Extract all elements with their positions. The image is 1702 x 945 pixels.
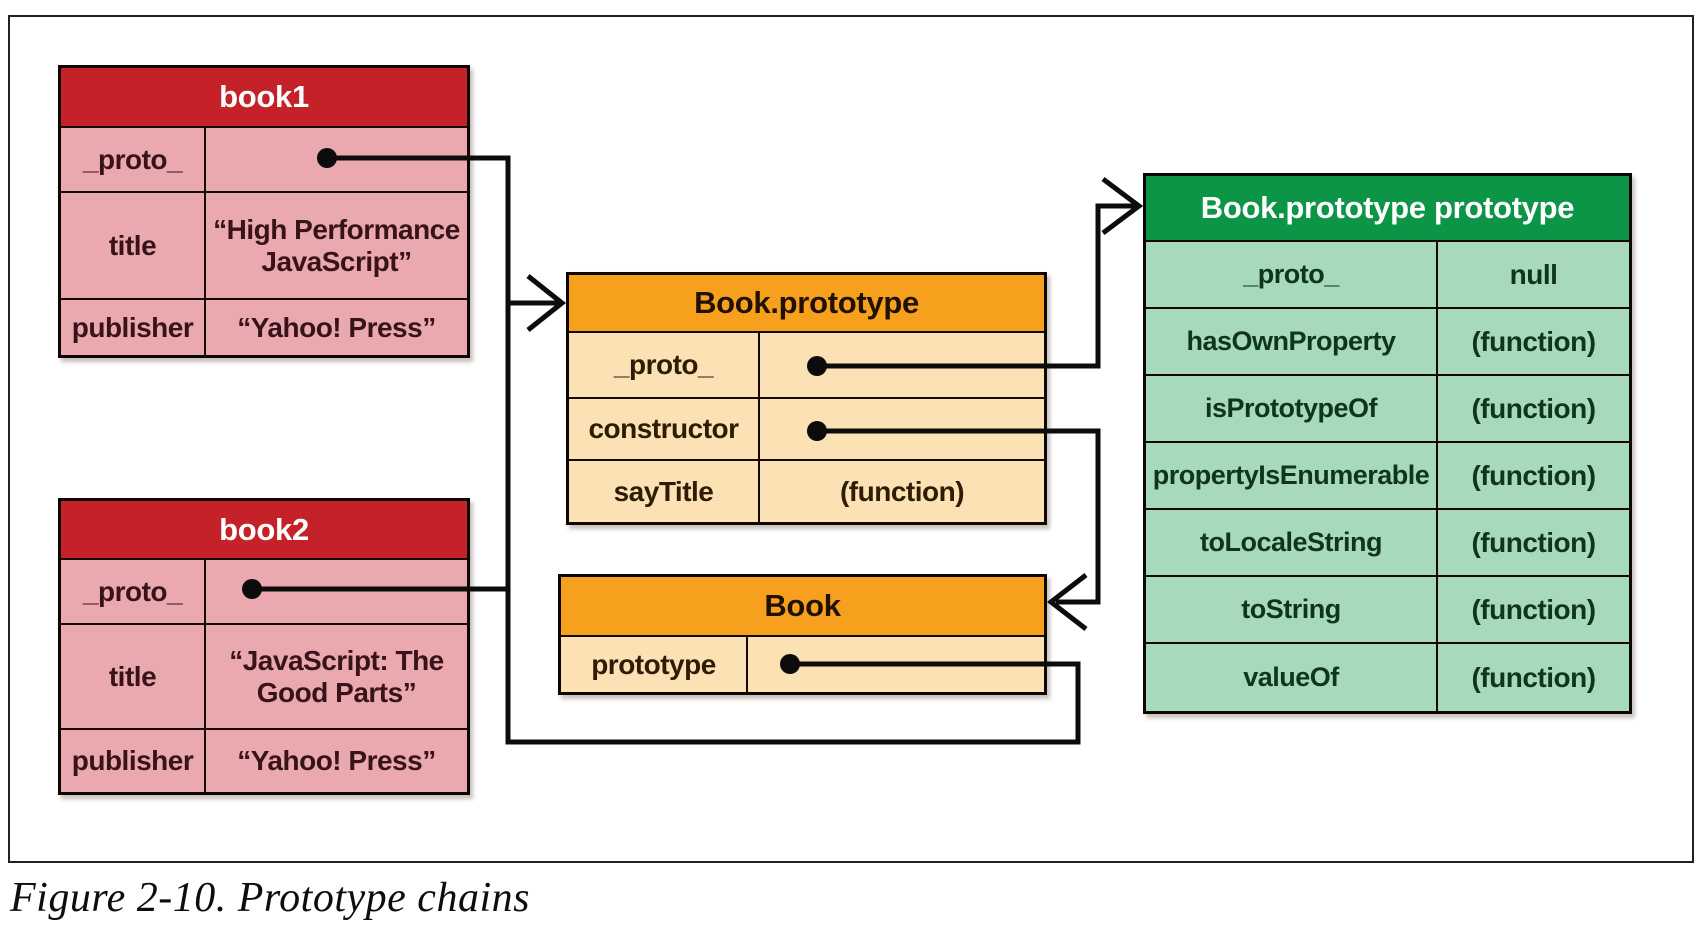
table-book-prototype: Book.prototype _proto_ constructor sayTi… — [566, 272, 1047, 525]
row-value: null — [1509, 258, 1558, 290]
table-object-prototype-header: Book.prototype prototype — [1146, 176, 1629, 240]
row-value: (function) — [1471, 593, 1596, 625]
pointer-cell — [748, 637, 1044, 692]
table-book: Book prototype — [558, 574, 1047, 695]
table-book2: book2 _proto_ title “JavaScript: The Goo… — [58, 498, 470, 795]
table-row: _proto_ — [569, 331, 1044, 397]
row-value: “High Performance JavaScript” — [213, 214, 460, 277]
table-row: sayTitle (function) — [569, 459, 1044, 522]
row-key: _proto_ — [1146, 242, 1438, 307]
table-row: publisher “Yahoo! Press” — [61, 728, 467, 792]
row-key: toString — [1146, 577, 1438, 642]
row-key: prototype — [561, 637, 748, 692]
row-value: (function) — [1471, 392, 1596, 424]
table-row: constructor — [569, 397, 1044, 459]
row-value: (function) — [1471, 325, 1596, 357]
row-key: _proto_ — [61, 560, 206, 623]
table-book2-header: book2 — [61, 501, 467, 558]
row-key: propertyIsEnumerable — [1146, 443, 1438, 508]
row-value: “Yahoo! Press” — [237, 311, 436, 343]
row-key: hasOwnProperty — [1146, 309, 1438, 374]
row-key: title — [61, 193, 206, 298]
row-key: _proto_ — [61, 128, 206, 191]
row-key: title — [61, 625, 206, 728]
table-book1: book1 _proto_ title “High Performance Ja… — [58, 65, 470, 358]
row-value: (function) — [1471, 459, 1596, 491]
table-row: propertyIsEnumerable (function) — [1146, 441, 1629, 508]
row-key: _proto_ — [569, 333, 760, 397]
pointer-cell — [206, 560, 467, 623]
table-row: valueOf (function) — [1146, 642, 1629, 711]
row-key: publisher — [61, 300, 206, 355]
table-row: toString (function) — [1146, 575, 1629, 642]
pointer-cell — [760, 333, 1044, 397]
table-row: title “High Performance JavaScript” — [61, 191, 467, 298]
row-key: toLocaleString — [1146, 510, 1438, 575]
table-row: prototype — [561, 635, 1044, 692]
table-row: hasOwnProperty (function) — [1146, 307, 1629, 374]
table-row: _proto_ — [61, 558, 467, 623]
row-value: (function) — [839, 475, 965, 507]
table-row: toLocaleString (function) — [1146, 508, 1629, 575]
row-key: publisher — [61, 730, 206, 792]
table-row: title “JavaScript: The Good Parts” — [61, 623, 467, 728]
row-key: sayTitle — [569, 461, 760, 522]
row-value: “Yahoo! Press” — [237, 745, 436, 777]
row-key: constructor — [569, 399, 760, 459]
pointer-cell — [760, 399, 1044, 459]
table-book-header: Book — [561, 577, 1044, 635]
table-book1-header: book1 — [61, 68, 467, 126]
row-value: (function) — [1471, 661, 1596, 693]
table-row: isPrototypeOf (function) — [1146, 374, 1629, 441]
row-key: valueOf — [1146, 644, 1438, 711]
table-row: _proto_ — [61, 126, 467, 191]
table-book-prototype-header: Book.prototype — [569, 275, 1044, 331]
figure-caption: Figure 2-10. Prototype chains — [10, 875, 530, 921]
row-value: “JavaScript: The Good Parts” — [229, 645, 444, 708]
row-value: (function) — [1471, 526, 1596, 558]
row-key: isPrototypeOf — [1146, 376, 1438, 441]
table-row: _proto_ null — [1146, 240, 1629, 307]
table-object-prototype: Book.prototype prototype _proto_ null ha… — [1143, 173, 1632, 714]
pointer-cell — [206, 128, 467, 191]
table-row: publisher “Yahoo! Press” — [61, 298, 467, 355]
